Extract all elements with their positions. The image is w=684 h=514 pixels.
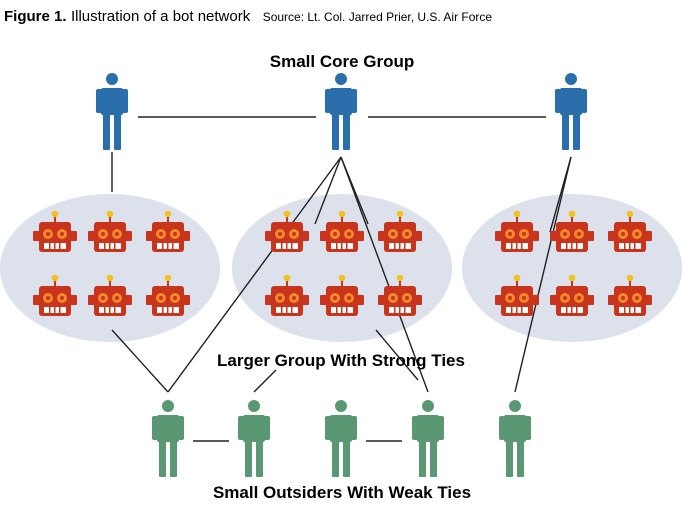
edge-12	[375, 329, 419, 381]
edge-4	[167, 156, 342, 393]
figure-title: Illustration of a bot network	[70, 8, 251, 25]
edge-11	[253, 369, 277, 393]
outsider-4-icon	[412, 400, 444, 477]
core-group-label: Small Core Group	[269, 52, 415, 71]
core-person-3-icon	[555, 73, 587, 150]
outsider-5-icon	[499, 400, 531, 477]
edge-5	[314, 156, 342, 225]
edge-7	[340, 156, 429, 393]
strong-ties-label: Larger Group With Strong Ties	[217, 351, 465, 370]
network-edges	[111, 116, 572, 442]
outsider-2-icon	[238, 400, 270, 477]
core-person-1-icon	[96, 73, 128, 150]
outsider-3-icon	[325, 400, 357, 477]
core-person-2-icon	[325, 73, 357, 150]
figure-header: Figure 1. Illustration of a bot network …	[4, 8, 492, 26]
figure-source: Source: Lt. Col. Jarred Prier, U.S. Air …	[262, 10, 493, 24]
edge-9	[514, 156, 572, 393]
figure-label: Figure 1.	[4, 8, 67, 25]
edge-10	[111, 329, 169, 393]
outsider-1-icon	[152, 400, 184, 477]
weak-ties-label: Small Outsiders With Weak Ties	[212, 483, 472, 502]
